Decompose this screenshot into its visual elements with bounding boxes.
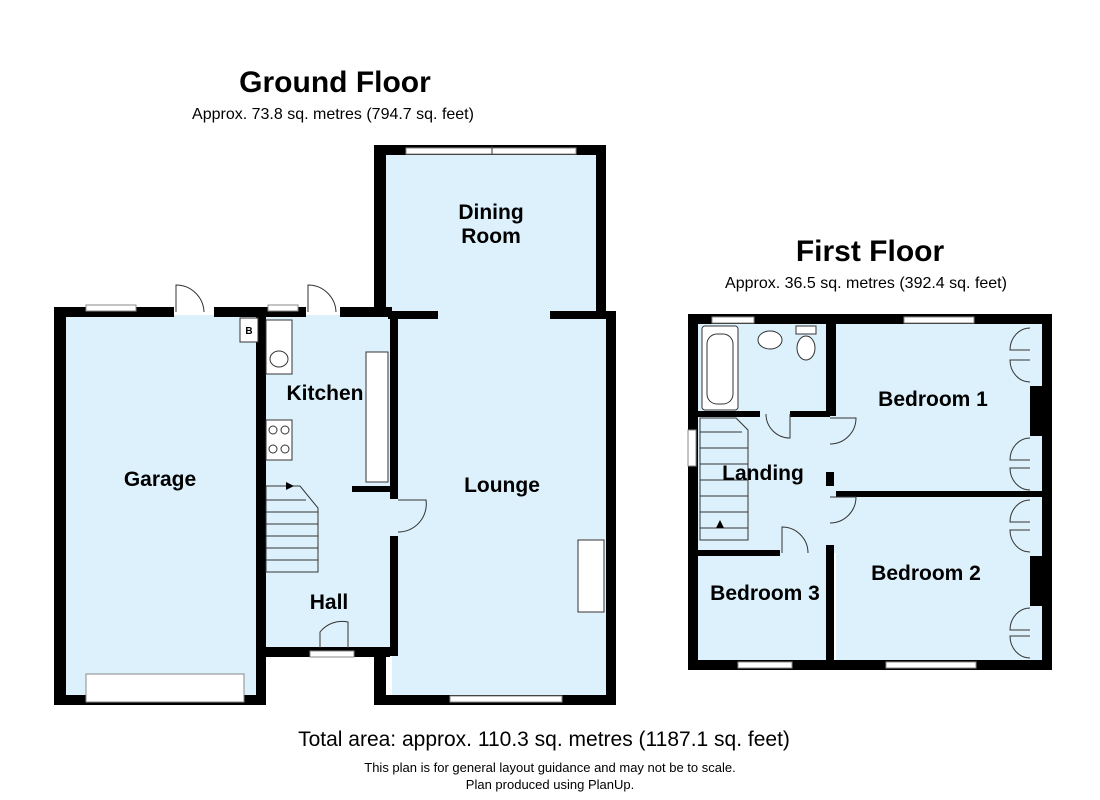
window <box>903 316 975 324</box>
first-floor-plan: Bedroom 1 Bedroom 2 Bedroom 3 Landing <box>687 314 1052 670</box>
disclaimer: This plan is for general layout guidance… <box>364 760 735 775</box>
window <box>711 316 755 324</box>
garage-room <box>64 315 260 695</box>
fireplace <box>577 539 605 613</box>
ground-floor-title: Ground Floor <box>239 66 431 99</box>
window <box>449 695 563 703</box>
wall <box>256 307 266 705</box>
wall <box>826 472 834 486</box>
wardrobe-divider <box>1030 556 1044 606</box>
bedroom1-room <box>836 324 1042 491</box>
bedroom1-label: Bedroom 1 <box>878 388 988 411</box>
wall <box>390 315 398 499</box>
total-area: Total area: approx. 110.3 sq. metres (11… <box>298 728 790 751</box>
hall-label: Hall <box>310 591 349 614</box>
bedroom2-door <box>829 496 857 524</box>
kitchen-hob <box>265 419 293 461</box>
lounge-room <box>392 318 606 695</box>
bedroom2-room <box>836 497 1042 660</box>
kitchen-back-door <box>307 284 337 313</box>
wall <box>688 314 1052 324</box>
hob-ring <box>280 425 290 435</box>
wardrobe-door <box>1009 607 1031 631</box>
wall <box>374 647 386 705</box>
wall <box>826 545 834 660</box>
wall <box>688 660 1052 670</box>
wardrobe-door <box>1009 359 1031 383</box>
window <box>85 304 137 312</box>
dining-patio-doors <box>405 147 577 155</box>
wardrobe-door <box>1009 327 1031 351</box>
wall <box>698 411 760 417</box>
first-floor-area: Approx. 36.5 sq. metres (392.4 sq. feet) <box>725 275 1007 292</box>
ground-stairs <box>265 482 319 573</box>
bedroom2-label: Bedroom 2 <box>871 562 981 585</box>
bedroom3-door <box>781 526 809 554</box>
lounge-door <box>397 499 427 533</box>
wardrobe-door <box>1009 467 1031 491</box>
produced-by: Plan produced using PlanUp. <box>466 777 634 792</box>
wall <box>606 311 616 705</box>
garage-label: Garage <box>124 468 196 491</box>
garage-door <box>85 673 245 703</box>
boiler-cupboard <box>239 317 259 343</box>
landing-label: Landing <box>722 462 804 485</box>
kitchen-worktop <box>365 351 389 483</box>
basin <box>757 330 783 350</box>
window <box>267 304 299 312</box>
wall <box>836 491 1042 497</box>
wall <box>596 145 606 315</box>
window <box>687 429 697 467</box>
landing-room <box>698 413 836 553</box>
wardrobe-door <box>1009 529 1031 553</box>
bath-inner <box>706 333 734 405</box>
dining-room <box>386 155 598 318</box>
ground-floor-area: Approx. 73.8 sq. metres (794.7 sq. feet) <box>192 106 474 123</box>
dining-label-line1: Dining <box>458 201 523 224</box>
window <box>885 661 977 669</box>
wardrobe-door <box>1009 437 1031 461</box>
wall <box>352 486 394 492</box>
wall <box>390 536 398 656</box>
bedroom3-label: Bedroom 3 <box>710 582 820 605</box>
wall <box>388 311 438 319</box>
front-door <box>319 620 349 648</box>
wall <box>340 307 392 317</box>
sink-bowl <box>269 350 289 368</box>
hob-ring <box>268 425 278 435</box>
kitchen-label: Kitchen <box>286 382 363 405</box>
bathroom-door <box>765 413 791 439</box>
hob-ring <box>280 444 290 454</box>
garage-back-door <box>175 284 205 313</box>
hob-ring <box>268 444 278 454</box>
wardrobe-divider <box>1030 386 1044 436</box>
wall <box>688 314 698 670</box>
wall <box>790 411 830 417</box>
wall <box>54 307 66 705</box>
front-door-frame <box>309 650 355 658</box>
wall <box>550 311 616 319</box>
first-floor-stairs <box>699 417 749 541</box>
wall <box>374 145 386 317</box>
dining-label-line2: Room <box>461 225 521 248</box>
lounge-label: Lounge <box>464 474 540 497</box>
ground-floor-plan: B Garage Kitchen Hall Lounge Dining Room <box>54 145 616 705</box>
bedroom3-room <box>698 553 830 660</box>
boiler-label: B <box>245 326 252 337</box>
wall <box>698 550 780 556</box>
wall <box>826 324 836 416</box>
wall <box>54 307 174 317</box>
toilet <box>796 335 816 361</box>
toilet-cistern <box>795 325 817 335</box>
wardrobe-door <box>1009 635 1031 659</box>
wall <box>1042 314 1052 670</box>
wardrobe-door <box>1009 499 1031 523</box>
first-floor-title: First Floor <box>796 235 945 268</box>
window <box>737 661 793 669</box>
bedroom1-door <box>829 417 857 445</box>
